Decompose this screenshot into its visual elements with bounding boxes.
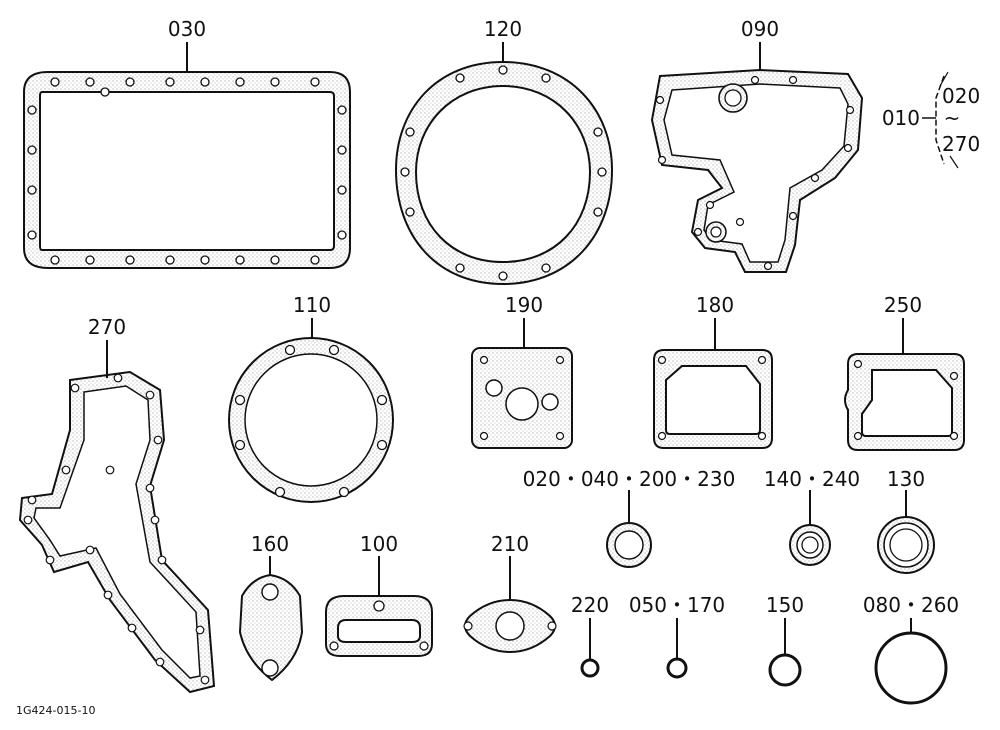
label-100: 100 (360, 532, 398, 556)
seal-140-240 (789, 490, 831, 566)
label-130: 130 (887, 467, 925, 491)
label-120: 120 (484, 17, 522, 41)
gasket-270 (18, 340, 216, 694)
label-030: 030 (168, 17, 206, 41)
gasket-180 (653, 318, 773, 449)
gasket-210 (463, 556, 557, 654)
label-010: 010 (882, 106, 920, 130)
label-190: 190 (505, 293, 543, 317)
label-020-040-200-230: 020・040・200・230 (523, 467, 736, 491)
label-150: 150 (766, 593, 804, 617)
oring-080-260 (874, 618, 948, 705)
gasket-160 (238, 556, 304, 682)
gasket-250 (844, 318, 965, 451)
label-210: 210 (491, 532, 529, 556)
label-110: 110 (293, 293, 331, 317)
label-140-240: 140・240 (764, 467, 860, 491)
oring-220 (580, 618, 600, 678)
seal-130 (877, 490, 935, 574)
label-270: 270 (88, 315, 126, 339)
label-180: 180 (696, 293, 734, 317)
gasket-190 (471, 318, 573, 449)
label-010-from-020: 020 (942, 84, 980, 108)
label-250: 250 (884, 293, 922, 317)
drawing-code: 1G424-015-10 (16, 704, 95, 717)
label-010-tilde: ~ (944, 106, 961, 130)
label-160: 160 (251, 532, 289, 556)
oring-050-170 (666, 618, 688, 679)
gasket-100 (325, 556, 433, 657)
gasket-110 (228, 318, 394, 503)
gasket-020-040-200-230 (606, 490, 652, 568)
oring-150 (768, 618, 802, 687)
label-080-260: 080・260 (863, 593, 959, 617)
set-bracket-010 (922, 71, 959, 169)
label-220: 220 (571, 593, 609, 617)
label-050-170: 050・170 (629, 593, 725, 617)
label-010-to-270: 270 (942, 132, 980, 156)
gasket-120 (394, 42, 614, 286)
gasket-090 (650, 42, 864, 273)
gasket-030 (23, 42, 351, 269)
label-090: 090 (741, 17, 779, 41)
